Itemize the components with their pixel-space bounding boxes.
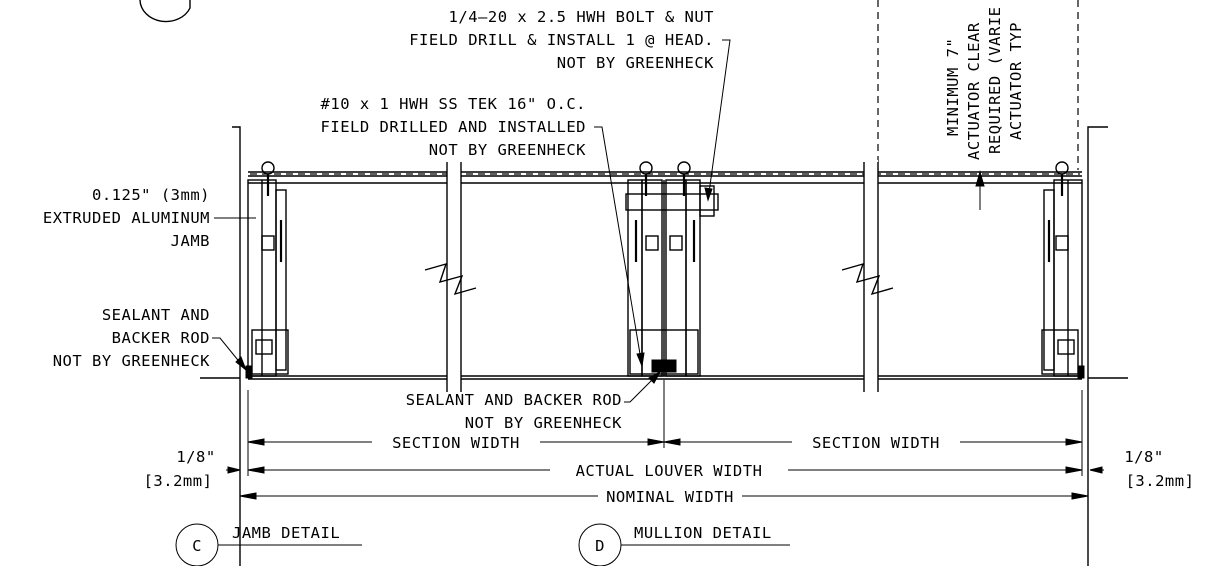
tek-note-line-3: NOT BY GREENHECK — [429, 141, 586, 159]
break-lines — [424, 160, 894, 392]
actuator-clearance-zone: MINIMUM 7" ACTUATOR CLEAR REQUIRED (VARI… — [877, 0, 1079, 210]
nominal-width-label: NOMINAL WIDTH — [606, 488, 734, 506]
actuator-note-line-2: ACTUATOR CLEAR — [965, 22, 983, 160]
left-sealant-line-3: NOT BY GREENHECK — [53, 352, 210, 370]
section-width-left-label: SECTION WIDTH — [392, 434, 520, 452]
mullion-profile — [625, 161, 719, 377]
actuator-note-line-4: ACTUATOR TYP — [1007, 22, 1025, 140]
jamb-note-line-3: JAMB — [171, 232, 210, 250]
dimension-lines: SECTION WIDTH SECTION WIDTH ACTUAL LOUVE… — [144, 380, 1195, 506]
mullion-detail-marker: D MULLION DETAIL — [578, 523, 790, 566]
bolt-note-line-2: FIELD DRILL & INSTALL 1 @ HEAD. — [409, 31, 714, 49]
jamb-detail-marker: C JAMB DETAIL — [175, 523, 362, 566]
tek-note-line-2: FIELD DRILLED AND INSTALLED — [321, 118, 586, 136]
jamb-callout: 0.125" (3mm) EXTRUDED ALUMINUM JAMB — [43, 186, 256, 250]
actual-louver-width-label: ACTUAL LOUVER WIDTH — [576, 462, 763, 480]
louver-head — [248, 171, 1082, 380]
tek-screw-callout: #10 x 1 HWH SS TEK 16" O.C. FIELD DRILLE… — [321, 95, 645, 368]
actuator-note-line-3: REQUIRED (VARIE — [986, 7, 1004, 154]
wall-opening — [200, 126, 1128, 566]
jamb-note-line-1: 0.125" (3mm) — [92, 186, 210, 204]
tek-note-line-1: #10 x 1 HWH SS TEK 16" O.C. — [321, 95, 586, 113]
right-gap-line-2: [3.2mm] — [1126, 472, 1195, 490]
bolt-callout: 1/4—20 x 2.5 HWH BOLT & NUT FIELD DRILL … — [409, 8, 731, 202]
left-sealant-callout: SEALANT AND BACKER ROD NOT BY GREENHECK — [53, 306, 248, 372]
mullion-sealant-line-1: SEALANT AND BACKER ROD — [406, 391, 622, 409]
mullion-sealant-line-2: NOT BY GREENHECK — [465, 414, 622, 432]
left-gap-line-1: 1/8" — [176, 448, 215, 466]
mullion-sealant-callout: SEALANT AND BACKER ROD NOT BY GREENHECK — [406, 370, 662, 432]
detail-marker-partial — [139, 0, 191, 23]
mullion-detail-letter: D — [595, 537, 605, 555]
jamb-detail-letter: C — [192, 537, 202, 555]
actuator-note-line-1: MINIMUM 7" — [944, 38, 962, 136]
bolt-note-line-3: NOT BY GREENHECK — [557, 54, 714, 72]
jamb-note-line-2: EXTRUDED ALUMINUM — [43, 209, 210, 227]
jamb-detail-title: JAMB DETAIL — [232, 524, 340, 542]
right-jamb-profile — [1041, 161, 1085, 379]
left-gap-line-2: [3.2mm] — [144, 472, 213, 490]
mullion-detail-title: MULLION DETAIL — [634, 524, 772, 542]
section-width-right-label: SECTION WIDTH — [812, 434, 940, 452]
left-sealant-line-2: BACKER ROD — [112, 329, 210, 347]
left-jamb-profile — [245, 161, 289, 379]
left-sealant-line-1: SEALANT AND — [102, 306, 210, 324]
right-gap-line-1: 1/8" — [1124, 448, 1163, 466]
bolt-note-line-1: 1/4—20 x 2.5 HWH BOLT & NUT — [449, 8, 714, 26]
